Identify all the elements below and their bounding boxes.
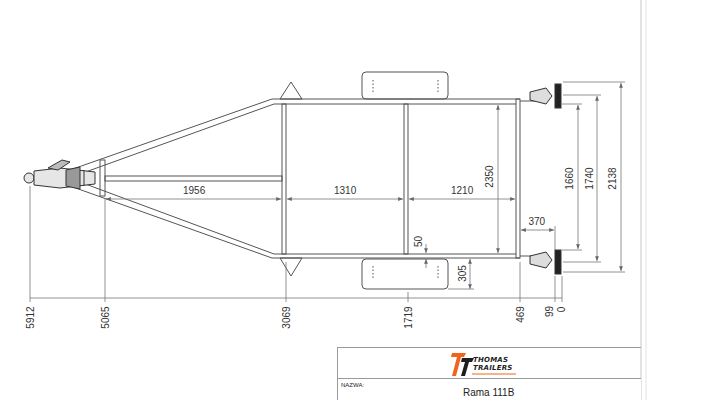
- title-block-cell: NAZWA: Rama 111B: [337, 378, 641, 400]
- dimension-value: 2138: [607, 166, 618, 190]
- dimension-value: 1719: [403, 305, 414, 329]
- logo-text: THOMAS TRAILERS: [473, 356, 513, 372]
- dimension-value: 3069: [281, 305, 292, 329]
- dimension-value: 99: [544, 305, 555, 318]
- field-caption: NAZWA:: [341, 381, 364, 389]
- dimension-value: 5065: [100, 305, 111, 329]
- dimension-value: 305: [456, 264, 467, 283]
- dimension-value: 0: [556, 305, 567, 313]
- dimension-value: 1740: [584, 166, 595, 190]
- dimension-value: 2350: [484, 164, 495, 188]
- dimension-value: 469: [514, 305, 525, 324]
- drawing-name: Rama 111B: [463, 387, 514, 399]
- dimension-value: 1310: [333, 185, 357, 196]
- dimension-value: 1210: [450, 185, 474, 196]
- dimension-value: 5912: [25, 305, 36, 329]
- dimension-value: 50: [413, 234, 424, 247]
- dimension-value: 1956: [182, 185, 206, 196]
- dimension-value: 1660: [564, 166, 575, 190]
- dimension-value: 370: [528, 216, 547, 227]
